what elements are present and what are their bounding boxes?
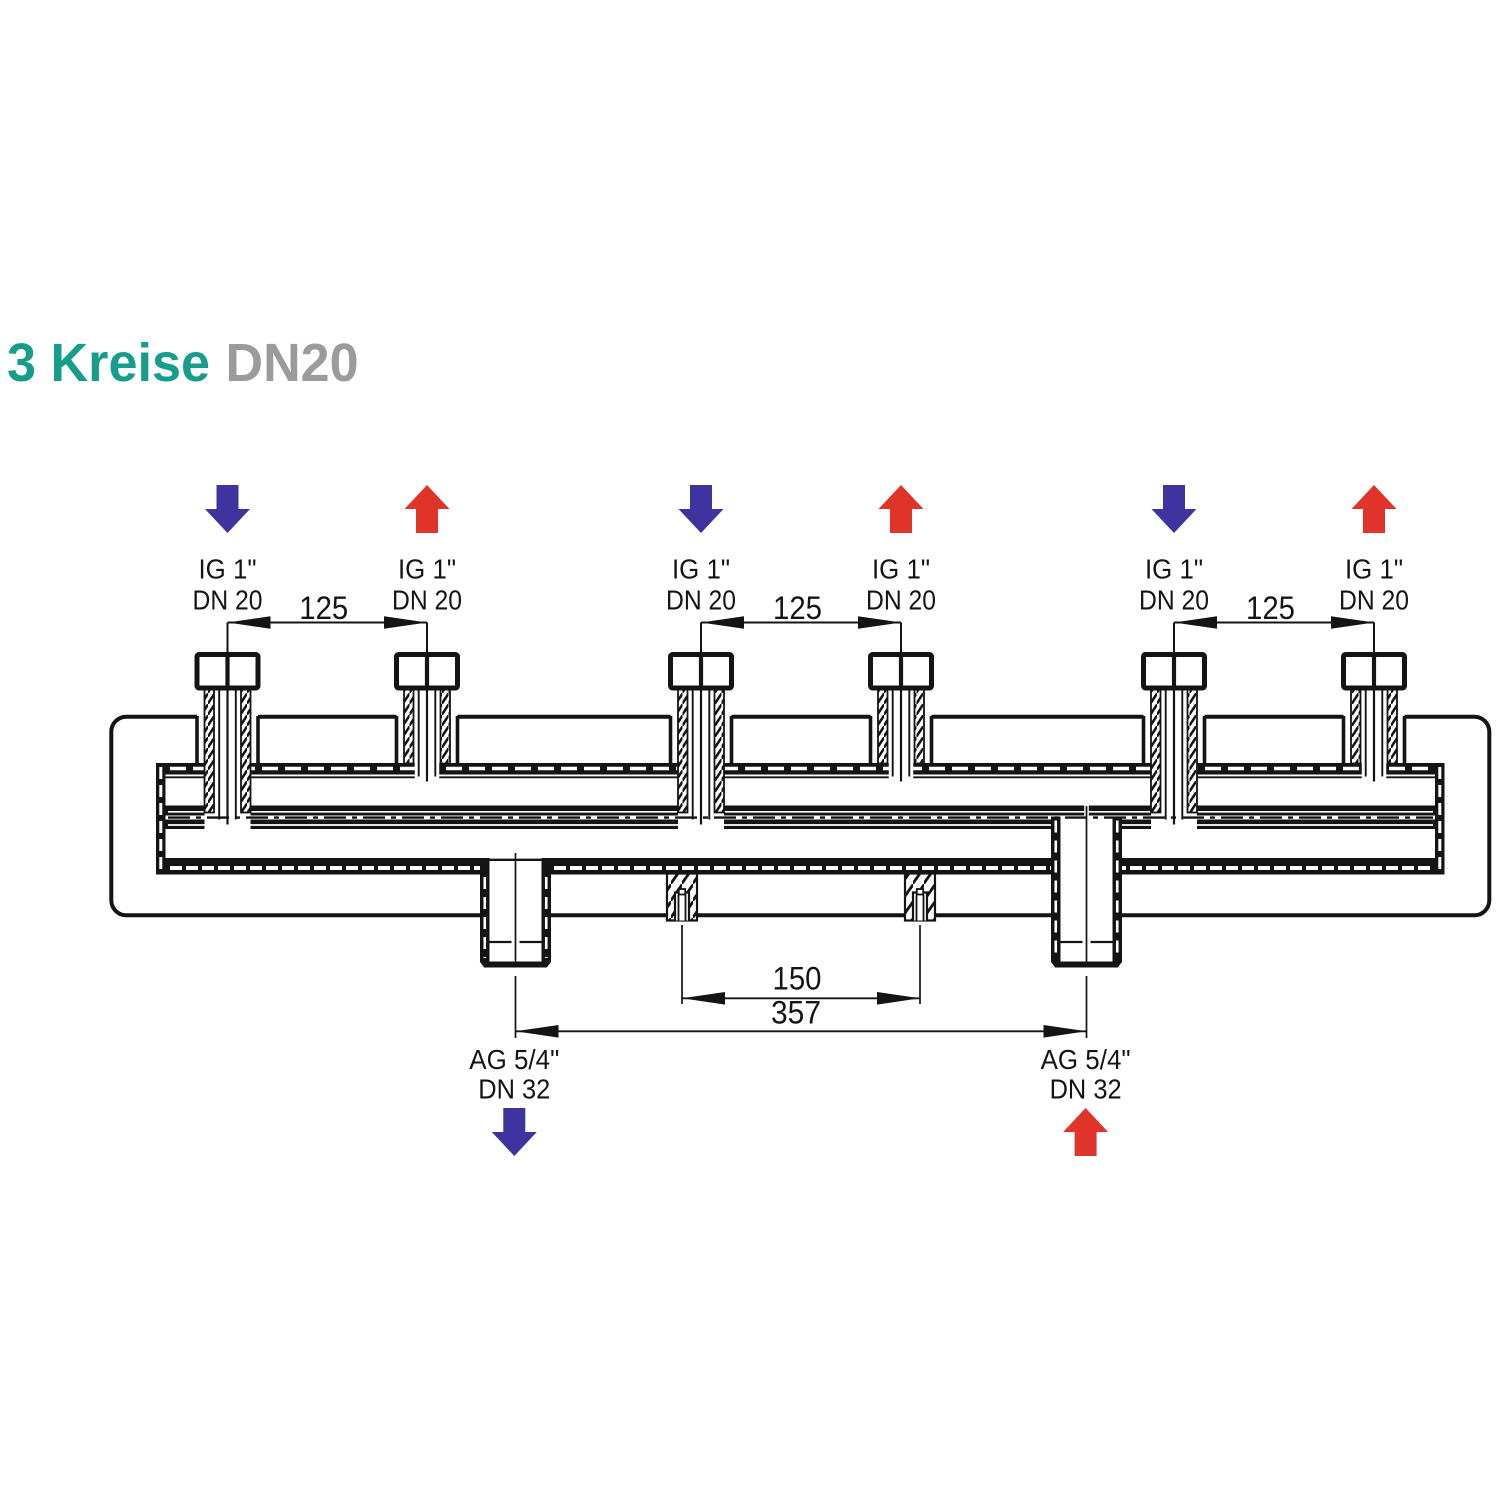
svg-text:DN 20: DN 20 bbox=[1139, 585, 1209, 616]
svg-text:IG 1": IG 1" bbox=[1345, 554, 1403, 585]
svg-text:IG 1": IG 1" bbox=[672, 554, 730, 585]
svg-text:DN 20: DN 20 bbox=[193, 585, 263, 616]
svg-text:IG 1": IG 1" bbox=[1145, 554, 1203, 585]
svg-text:DN 32: DN 32 bbox=[478, 1073, 550, 1104]
svg-text:357: 357 bbox=[771, 995, 821, 1031]
svg-text:IG 1": IG 1" bbox=[872, 554, 930, 585]
svg-text:IG 1": IG 1" bbox=[398, 554, 456, 585]
svg-text:125: 125 bbox=[1246, 590, 1295, 626]
svg-text:IG 1": IG 1" bbox=[199, 554, 257, 585]
svg-text:DN 20: DN 20 bbox=[1339, 585, 1409, 616]
svg-text:125: 125 bbox=[299, 590, 348, 626]
svg-text:AG 5/4": AG 5/4" bbox=[1041, 1044, 1131, 1075]
svg-text:150: 150 bbox=[773, 961, 822, 997]
svg-text:DN 20: DN 20 bbox=[866, 585, 936, 616]
svg-text:DN 20: DN 20 bbox=[666, 585, 736, 616]
svg-text:AG 5/4": AG 5/4" bbox=[469, 1044, 559, 1075]
svg-text:125: 125 bbox=[773, 590, 822, 626]
svg-text:DN 32: DN 32 bbox=[1050, 1073, 1122, 1104]
svg-text:DN 20: DN 20 bbox=[392, 585, 462, 616]
